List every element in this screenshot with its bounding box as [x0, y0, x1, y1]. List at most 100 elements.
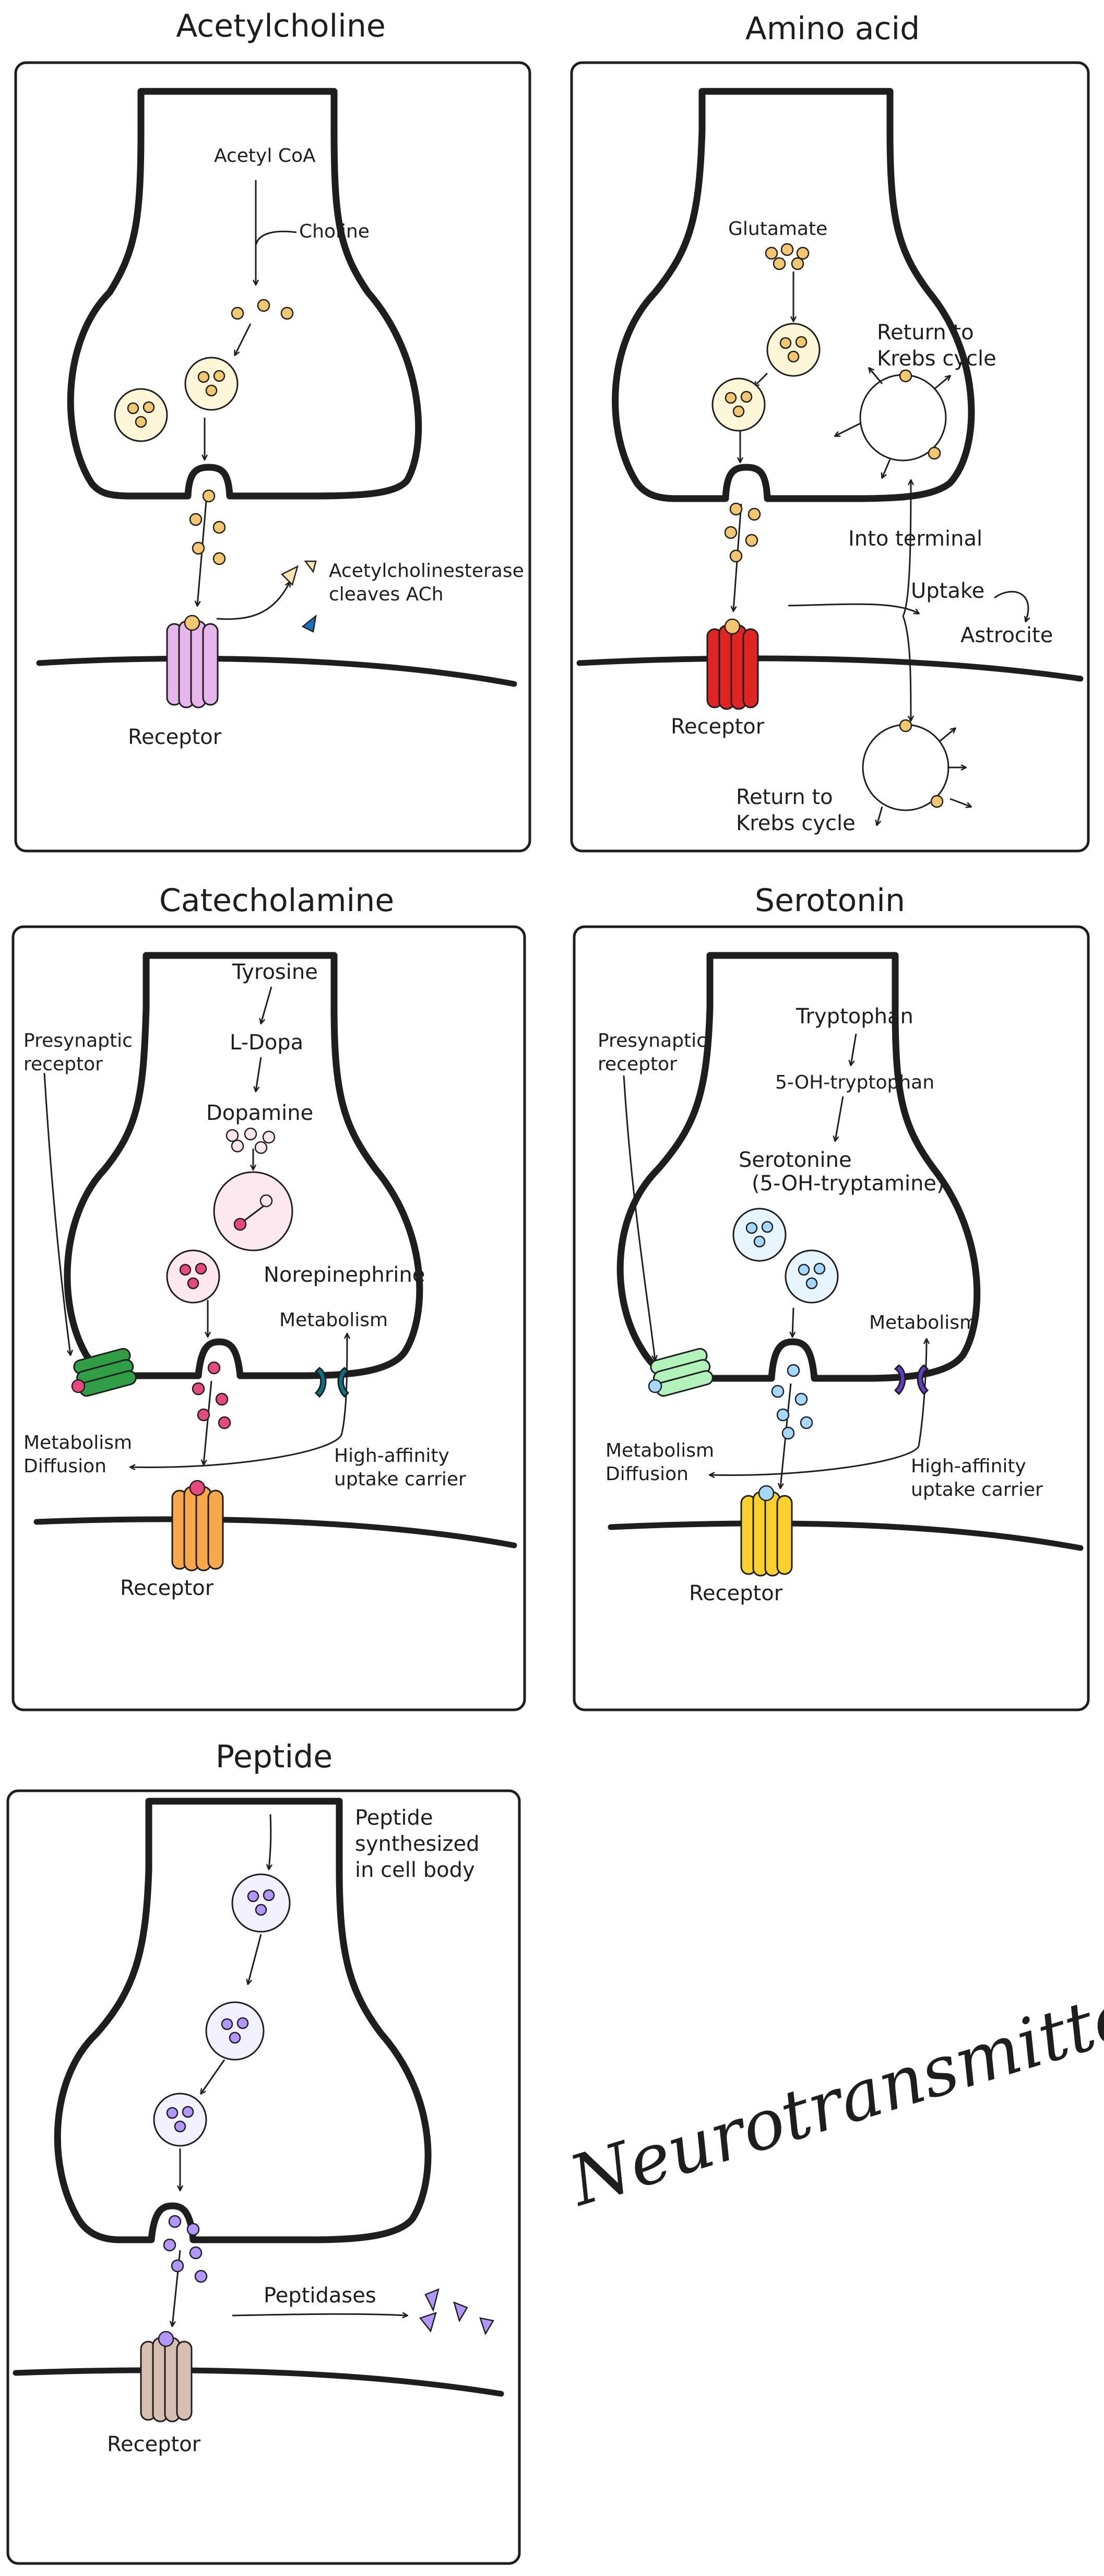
vesicle — [213, 1171, 293, 1251]
label-high-affinity: High-affinity — [911, 1456, 1026, 1477]
vesicle — [114, 388, 168, 442]
label-receptor: Receptor — [671, 715, 765, 739]
panel-frame — [6, 1789, 521, 2565]
vesicle — [184, 357, 239, 411]
receptor — [706, 618, 759, 710]
panel-frame — [573, 925, 1090, 1711]
label-receptor: Receptor — [120, 1576, 214, 1600]
presynaptic-receptor-ligand — [71, 1379, 86, 1393]
panel-catecholamine: Catecholamine Tyrosine L-Dopa Dopamine N… — [11, 882, 526, 1711]
panel-frame — [11, 925, 526, 1711]
krebs-cycle-circle-lower — [862, 719, 971, 825]
axon-terminal — [67, 88, 422, 500]
vesicle — [711, 377, 766, 432]
arrow — [204, 1380, 212, 1464]
postsynaptic-membrane — [608, 1520, 1084, 1551]
label-high-affinity: High-affinity — [334, 1445, 449, 1467]
label-metabolism-carrier: Metabolism — [869, 1312, 978, 1333]
panel-title-serotonin: Serotonin — [755, 882, 905, 919]
uptake-carrier — [894, 1364, 929, 1396]
label-synthesized: synthesized — [355, 1832, 479, 1856]
receptor — [171, 1480, 224, 1571]
label-return-to: Return to — [877, 321, 974, 345]
free-serotonin — [771, 1364, 813, 1440]
panel-title-amino-acid: Amino acid — [745, 10, 920, 47]
axon-terminal — [54, 1798, 432, 2243]
panel-title-acetylcholine: Acetylcholine — [176, 8, 386, 44]
label-diffusion: Diffusion — [606, 1463, 688, 1485]
label-5-oh-tryptophan: 5-OH-tryptophan — [775, 1072, 934, 1093]
panel-title-catecholamine: Catecholamine — [159, 882, 394, 919]
arrow — [341, 1334, 347, 1434]
arrow — [261, 986, 272, 1023]
label-norepinephrine: Norepinephrine — [264, 1263, 425, 1287]
free-peptide — [163, 2215, 208, 2283]
postsynaptic-membrane — [576, 655, 1084, 682]
arrow — [201, 2059, 225, 2094]
arrow — [216, 582, 290, 620]
arrow — [248, 1934, 262, 1984]
label-glutamate: Glutamate — [728, 218, 827, 240]
acetylcholinesterase-fragments — [280, 560, 317, 633]
panel-acetylcholine: Acetylcholine Acetyl CoA Choline Acetylc… — [14, 8, 531, 853]
receptor — [140, 2331, 193, 2423]
free-catecholamine — [192, 1127, 276, 1429]
label-receptor: Receptor — [107, 2432, 201, 2456]
panel-serotonin: Serotonin Tryptophan 5-OH-tryptophan Ser… — [573, 882, 1090, 1711]
label-tryptophan: Tryptophan — [796, 1005, 913, 1029]
presynaptic-receptor-ligand — [648, 1379, 662, 1393]
label-metabolism-carrier: Metabolism — [279, 1309, 388, 1331]
label-astrocite: Astrocite — [960, 623, 1053, 647]
label-receptor-presynaptic: receptor — [598, 1054, 677, 1075]
arrow — [902, 480, 911, 617]
postsynaptic-membrane — [36, 655, 517, 687]
axon-terminal — [616, 952, 981, 1382]
arrow — [902, 616, 911, 720]
label-uptake-carrier: uptake carrier — [911, 1479, 1043, 1500]
arrow — [232, 2314, 407, 2315]
peptide-fragments — [419, 2288, 494, 2335]
arrow — [269, 1814, 271, 1869]
label-peptidases: Peptidases — [264, 2284, 376, 2308]
label-metabolism: Metabolism — [23, 1432, 132, 1454]
panel-title-peptide: Peptide — [216, 1739, 333, 1775]
arrow — [792, 1307, 793, 1337]
label-diffusion: Diffusion — [23, 1456, 106, 1477]
arrow — [235, 323, 252, 355]
label-uptake: Uptake — [911, 579, 984, 603]
vesicle — [205, 2001, 265, 2061]
arrow — [256, 1057, 262, 1091]
label-dopamine: Dopamine — [206, 1101, 313, 1125]
label-in-cell-body: in cell body — [355, 1858, 475, 1882]
arrow — [130, 1433, 343, 1467]
krebs-cycle-circle-upper — [835, 368, 950, 478]
arrow — [623, 1075, 655, 1360]
postsynaptic-membrane — [13, 2367, 504, 2397]
axon-terminal — [612, 88, 975, 502]
label-presynaptic: Presynaptic — [598, 1030, 707, 1051]
label-metabolism: Metabolism — [606, 1440, 714, 1461]
arrow — [754, 372, 768, 386]
postsynaptic-membrane — [33, 1516, 517, 1549]
label-receptor: Receptor — [689, 1581, 783, 1605]
arrow — [255, 230, 297, 246]
arrow — [43, 1072, 70, 1355]
free-acetylcholine — [189, 299, 294, 565]
label-krebs-cycle: Krebs cycle — [877, 347, 996, 371]
vesicle — [732, 1208, 787, 1262]
label-5-oh-tryptamine: (5-OH-tryptamine) — [752, 1172, 945, 1196]
vesicle — [785, 1249, 839, 1304]
presynaptic-receptor — [650, 1348, 714, 1397]
label-peptide: Peptide — [355, 1806, 433, 1830]
arrow — [710, 1446, 920, 1475]
label-receptor: Receptor — [128, 725, 222, 749]
label-choline: Choline — [299, 221, 370, 242]
arrow — [994, 590, 1028, 621]
vesicle — [766, 323, 821, 377]
page-title: Neurotransmitters — [559, 1954, 1104, 2223]
arrow — [788, 603, 919, 613]
label-acetylcholinesterase: Acetylcholinesterase — [329, 560, 524, 582]
label-presynaptic: Presynaptic — [23, 1030, 133, 1051]
label-uptake-carrier: uptake carrier — [334, 1469, 466, 1490]
